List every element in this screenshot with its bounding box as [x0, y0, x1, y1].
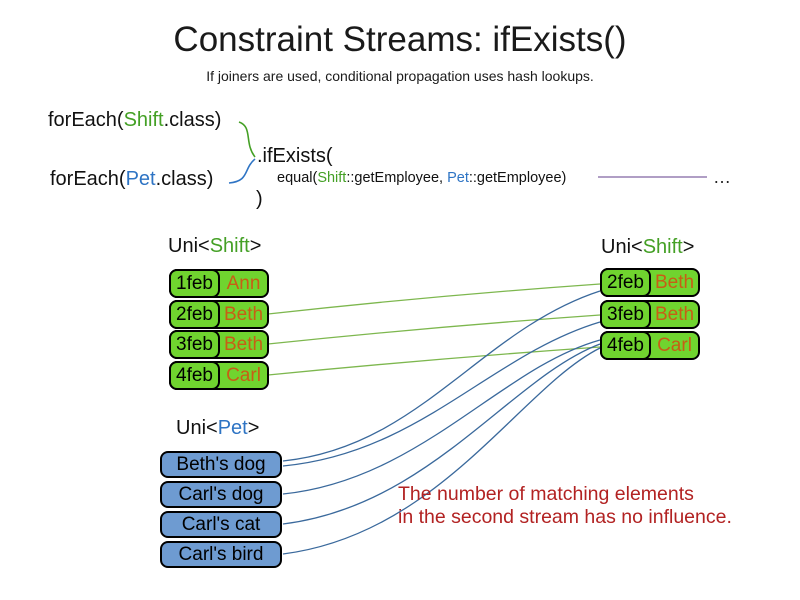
code-text: forEach( [48, 109, 124, 131]
lookup-carls-dog-4feb [282, 339, 601, 495]
influence-note-line1: The number of matching elements [398, 483, 694, 505]
code-text: ::getEmployee, [346, 170, 448, 186]
code-text: equal( [277, 170, 318, 186]
shift-date: 2feb [600, 268, 651, 297]
left-shift-row-3feb: 3feb Beth [169, 330, 269, 359]
code-text: ::getEmployee) [468, 170, 567, 186]
right-shift-row-2feb: 2feb Beth [600, 268, 700, 297]
pet-type-token: Pet [217, 417, 248, 439]
code-text: forEach( [50, 168, 126, 190]
code-ifexists: .ifExists( [257, 145, 333, 167]
shift-employee: Beth [223, 333, 264, 355]
right-shift-row-4feb: 4feb Carl [600, 331, 700, 360]
shift-date: 4feb [169, 361, 220, 390]
page-subtitle: If joiners are used, conditional propaga… [206, 68, 594, 84]
match-line-4feb [267, 346, 601, 376]
left-shift-row-4feb: 4feb Carl [169, 361, 269, 390]
header-text: Uni< [168, 235, 210, 257]
header-text: Uni< [601, 236, 643, 258]
influence-note: The number of matching elements in the s… [398, 483, 732, 529]
left-shift-header: Uni<Shift> [168, 235, 261, 258]
pet-row-carls-bird: Carl's bird [160, 541, 282, 568]
lookup-beths-dog-3feb [282, 321, 601, 467]
shift-employee: Carl [657, 334, 692, 356]
shift-employee: Carl [226, 364, 261, 386]
right-shift-row-3feb: 3feb Beth [600, 300, 700, 329]
pet-class-token: Pet [125, 168, 156, 190]
pet-row-beths-dog: Beth's dog [160, 451, 282, 478]
right-shift-header: Uni<Shift> [601, 236, 694, 259]
code-foreach-shift: forEach(Shift.class) [48, 109, 221, 132]
header-text: Uni< [176, 417, 218, 439]
match-line-3feb [267, 314, 601, 345]
shift-class-token: Shift [123, 109, 164, 131]
pet-class-token: Pet [447, 170, 469, 186]
brace-shift-stream [238, 121, 256, 158]
shift-date: 3feb [169, 330, 220, 359]
left-shift-row-2feb: 2feb Beth [169, 300, 269, 329]
code-close-paren: ) [256, 188, 263, 210]
header-text: > [249, 235, 262, 257]
shift-date: 4feb [600, 331, 651, 360]
code-ellipsis: … [713, 167, 731, 187]
match-line-2feb [267, 283, 601, 315]
pet-list-header: Uni<Pet> [176, 417, 259, 440]
shift-employee: Beth [654, 271, 695, 293]
shift-employee: Ann [226, 272, 261, 294]
shift-class-token: Shift [317, 170, 347, 186]
code-text: .class) [155, 168, 214, 190]
shift-date: 3feb [600, 300, 651, 329]
code-text: .class) [163, 109, 222, 131]
shift-date: 1feb [169, 269, 220, 298]
code-foreach-pet: forEach(Pet.class) [50, 168, 213, 191]
shift-type-token: Shift [642, 236, 683, 258]
header-text: > [682, 236, 695, 258]
header-text: > [247, 417, 260, 439]
lookup-beths-dog-2feb [282, 290, 601, 462]
left-shift-row-1feb: 1feb Ann [169, 269, 269, 298]
pet-row-carls-cat: Carl's cat [160, 511, 282, 538]
shift-date: 2feb [169, 300, 220, 329]
shift-type-token: Shift [209, 235, 250, 257]
page-title: Constraint Streams: ifExists() [173, 20, 627, 59]
shift-employee: Beth [223, 303, 264, 325]
pet-row-carls-dog: Carl's dog [160, 481, 282, 508]
code-equal-joiner: equal(Shift::getEmployee, Pet::getEmploy… [277, 170, 566, 186]
influence-note-line2: in the second stream has no influence. [398, 506, 732, 528]
brace-pet-stream [228, 158, 256, 184]
shift-employee: Beth [654, 303, 695, 325]
